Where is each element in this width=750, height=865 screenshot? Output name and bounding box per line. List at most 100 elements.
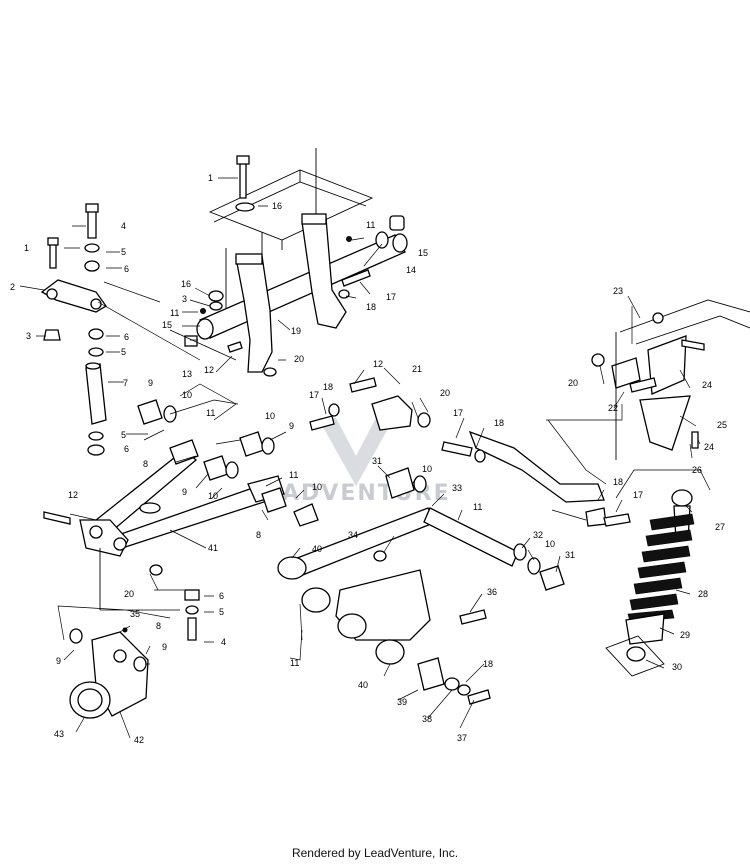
- callout-5: 5: [121, 430, 126, 440]
- watermark: ADVENTURE: [282, 418, 449, 506]
- callout-16: 16: [272, 201, 282, 211]
- link-bar: [441, 430, 631, 527]
- callout-18: 18: [494, 418, 504, 428]
- callout-5: 5: [121, 347, 126, 357]
- callout-28: 28: [698, 589, 708, 599]
- callout-43: 43: [54, 729, 64, 739]
- callout-6: 6: [219, 591, 224, 601]
- callout-21: 21: [412, 364, 422, 374]
- callouts: 1 1 2 3 3 4 4 5 5 5 5 6 6 6 6 7 8 8 8 9 …: [10, 173, 727, 745]
- callout-11: 11: [289, 470, 298, 480]
- callout-6: 6: [124, 444, 129, 454]
- shock-absorber: [605, 489, 695, 677]
- callout-31: 31: [565, 550, 575, 560]
- callout-15: 15: [162, 320, 172, 330]
- callout-20: 20: [440, 388, 450, 398]
- callout-27: 27: [715, 522, 725, 532]
- callout-24: 24: [704, 442, 714, 452]
- callout-33: 33: [452, 483, 462, 493]
- callout-17: 17: [309, 390, 319, 400]
- left-a-arm: [43, 399, 319, 610]
- callout-17: 17: [633, 490, 643, 500]
- callout-14: 14: [406, 265, 416, 275]
- callout-6: 6: [124, 332, 129, 342]
- callout-10: 10: [422, 464, 432, 474]
- callout-10: 10: [265, 411, 275, 421]
- callout-36: 36: [487, 587, 497, 597]
- footer-credit: Rendered by LeadVenture, Inc.: [291, 846, 459, 860]
- callout-11: 11: [290, 658, 299, 668]
- left-strut-assembly: [40, 203, 107, 456]
- callout-13: 13: [182, 369, 192, 379]
- callout-8: 8: [143, 459, 148, 469]
- left-spindle: [69, 589, 200, 719]
- shock-spring: [627, 513, 695, 623]
- callout-7: 7: [123, 378, 128, 388]
- callout-17: 17: [453, 408, 463, 418]
- callout-30: 30: [672, 662, 682, 672]
- callout-32: 32: [533, 530, 543, 540]
- pivot-shaft: [196, 233, 408, 340]
- callout-26: 26: [692, 465, 702, 475]
- callout-18: 18: [323, 382, 333, 392]
- callout-38: 38: [422, 714, 432, 724]
- right-frame-mount: [591, 299, 750, 460]
- callout-4: 4: [121, 221, 126, 231]
- callout-42: 42: [134, 735, 144, 745]
- callout-9: 9: [182, 487, 187, 497]
- callout-29: 29: [680, 630, 690, 640]
- callout-12: 12: [204, 365, 214, 375]
- callout-3: 3: [26, 331, 31, 341]
- callout-9: 9: [289, 421, 294, 431]
- callout-20: 20: [124, 589, 134, 599]
- callout-11: 11: [170, 308, 179, 318]
- callout-5: 5: [121, 247, 126, 257]
- callout-20: 20: [294, 354, 304, 364]
- callout-40: 40: [312, 544, 322, 554]
- callout-20: 20: [568, 378, 578, 388]
- callout-3: 3: [182, 294, 187, 304]
- callout-19: 19: [291, 326, 301, 336]
- callout-41: 41: [208, 543, 218, 553]
- leader-lines: [19, 177, 711, 739]
- callout-11: 11: [366, 220, 375, 230]
- callout-8: 8: [156, 621, 161, 631]
- center-bracket: [309, 377, 431, 431]
- callout-10: 10: [312, 482, 322, 492]
- callout-23: 23: [613, 286, 623, 296]
- callout-22: 22: [608, 403, 618, 413]
- callout-11: 11: [206, 408, 215, 418]
- callout-12: 12: [373, 359, 383, 369]
- callout-31: 31: [372, 456, 382, 466]
- callout-18: 18: [613, 477, 623, 487]
- callout-18: 18: [366, 302, 376, 312]
- callout-8: 8: [256, 530, 261, 540]
- center-a-arm: [277, 467, 565, 705]
- callout-9: 9: [148, 378, 153, 388]
- callout-9: 9: [56, 656, 61, 666]
- callout-5: 5: [219, 607, 224, 617]
- callout-2: 2: [10, 282, 15, 292]
- callout-25: 25: [717, 420, 727, 430]
- callout-1: 1: [208, 173, 213, 183]
- callout-12: 12: [68, 490, 78, 500]
- callout-24: 24: [702, 380, 712, 390]
- callout-10: 10: [182, 390, 192, 400]
- callout-15: 15: [418, 248, 428, 258]
- callout-6: 6: [124, 264, 129, 274]
- callout-34: 34: [348, 530, 358, 540]
- callout-40: 40: [358, 680, 368, 690]
- callout-39: 39: [397, 697, 407, 707]
- callout-9: 9: [162, 642, 167, 652]
- callout-16: 16: [181, 279, 191, 289]
- callout-18: 18: [483, 659, 493, 669]
- callout-10: 10: [208, 491, 218, 501]
- callout-1: 1: [24, 243, 29, 253]
- callout-37: 37: [457, 733, 467, 743]
- callout-17: 17: [386, 292, 396, 302]
- callout-11: 11: [473, 502, 482, 512]
- callout-35: 35: [130, 609, 140, 619]
- pivot-arm-right: [301, 213, 347, 329]
- pivot-arm-left: [235, 253, 273, 373]
